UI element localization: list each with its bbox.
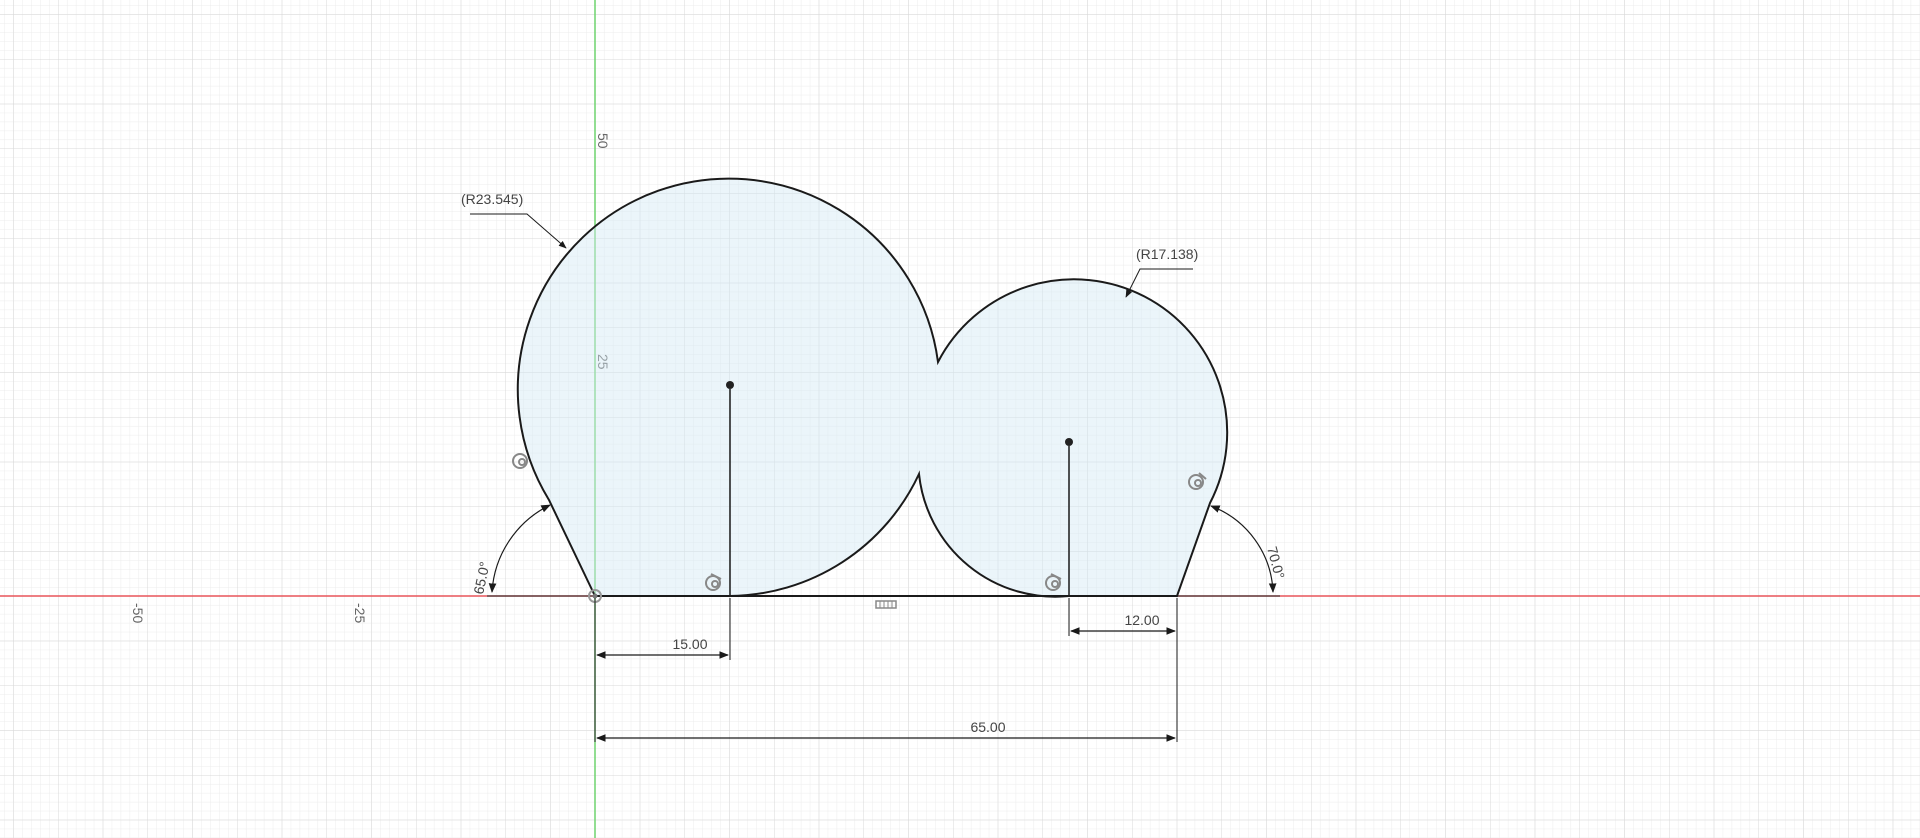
radius-large-leader[interactable] (470, 213, 567, 249)
origin-point-inner (592, 593, 598, 599)
small-arc-center-point[interactable] (1065, 438, 1073, 446)
angle-left-arc[interactable] (488, 504, 551, 593)
radius-small-leader[interactable] (1125, 268, 1193, 298)
angle-right-arc[interactable] (1210, 505, 1277, 593)
x-axis-label-neg25: -25 (352, 603, 368, 623)
horizontal-constraint-icon[interactable] (875, 600, 897, 609)
tangent-constraint-icon[interactable] (1188, 472, 1207, 490)
angle-left-label[interactable]: 65.0° (470, 560, 492, 595)
tangent-constraint-icon[interactable] (1045, 573, 1062, 591)
tangent-constraint-icon[interactable] (512, 453, 528, 469)
large-arc-center-point[interactable] (726, 381, 734, 389)
radius-large-label[interactable]: (R23.545) (461, 191, 523, 207)
sketch-profile[interactable] (516, 177, 1229, 598)
y-axis-label-25: 25 (595, 354, 611, 370)
tangent-constraint-icon[interactable] (705, 573, 722, 591)
radius-small-label[interactable]: (R17.138) (1136, 246, 1198, 262)
dim-12-label[interactable]: 12.00 (1124, 612, 1159, 628)
dim-65-label[interactable]: 65.00 (970, 719, 1005, 735)
dim-15-label[interactable]: 15.00 (672, 636, 707, 652)
x-axis-label-neg50: -50 (130, 603, 146, 623)
y-axis-label-50: 50 (595, 133, 611, 149)
